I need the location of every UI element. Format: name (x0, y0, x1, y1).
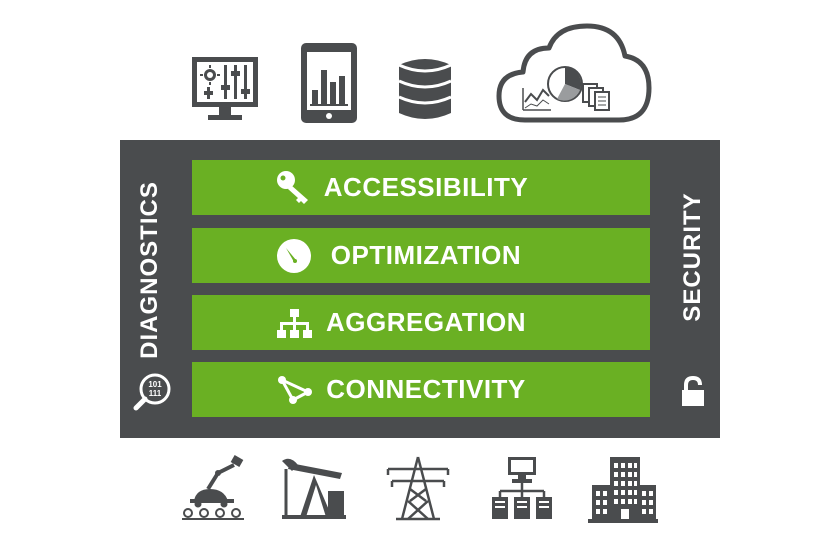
key-icon (274, 168, 314, 208)
layer-optimization: OPTIMIZATION (192, 228, 650, 283)
layer-label: OPTIMIZATION (330, 240, 522, 270)
database-icon (397, 55, 453, 123)
layer-aggregation: AGGREGATION (192, 295, 650, 350)
tablet-chart-icon (300, 42, 358, 124)
security-label: SECURITY (679, 192, 706, 322)
layer-accessibility: ACCESSIBILITY (192, 160, 650, 215)
binary-text-2: 111 (149, 389, 162, 398)
padlock-icon (680, 375, 706, 408)
monitor-controls-icon (190, 55, 260, 123)
cloud-analytics-icon (495, 22, 653, 124)
robot-assembly-icon (178, 455, 248, 521)
layer-label: AGGREGATION (325, 307, 527, 337)
binary-text-1: 101 (148, 380, 162, 389)
power-tower-icon (382, 455, 454, 521)
diagnostics-label: DIAGNOSTICS (136, 181, 163, 359)
gauge-icon (274, 236, 314, 276)
oil-pump-icon (280, 455, 348, 521)
layer-label: ACCESSIBILITY (323, 172, 529, 202)
hierarchy-icon (274, 303, 314, 343)
magnifier-binary-icon: 101 111 (132, 372, 172, 412)
office-building-icon (588, 455, 658, 523)
layer-connectivity: CONNECTIVITY (192, 362, 650, 417)
layer-label: CONNECTIVITY (326, 374, 526, 404)
network-nodes-icon (274, 370, 314, 410)
network-servers-icon (490, 455, 554, 521)
architecture-panel: DIAGNOSTICS SECURITY 101 111 ACCESSIBILI… (120, 140, 720, 438)
